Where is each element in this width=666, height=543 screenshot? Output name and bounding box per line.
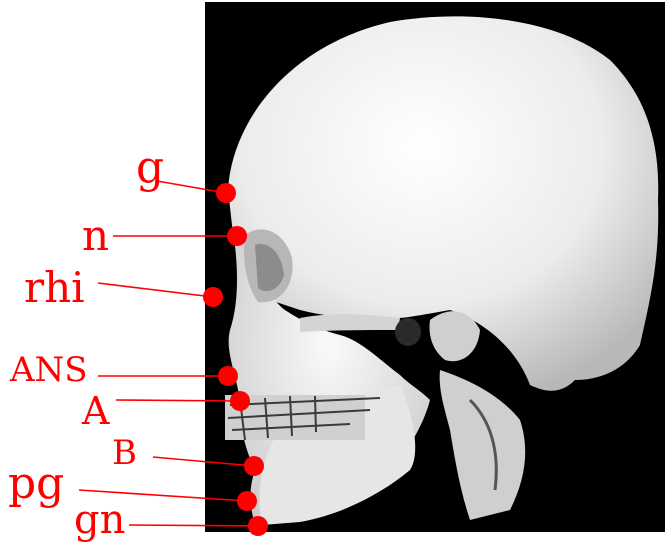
- landmark-label-pg: pg: [8, 462, 64, 506]
- leader-line-a: [116, 400, 240, 401]
- landmark-label-n: n: [82, 215, 109, 257]
- landmark-label-b: B: [112, 436, 137, 470]
- landmark-label-rhi: rhi: [24, 267, 85, 309]
- landmark-dot-b: [244, 456, 264, 476]
- landmark-dot-n: [227, 226, 247, 246]
- landmark-label-g: g: [136, 146, 164, 190]
- landmark-dot-ans: [218, 366, 238, 386]
- landmark-label-a: A: [82, 392, 109, 430]
- landmark-dot-a: [230, 391, 250, 411]
- landmark-dot-rhi: [203, 287, 223, 307]
- landmark-dot-gn: [248, 516, 268, 536]
- leader-line-gn: [129, 525, 258, 526]
- landmark-dot-pg: [237, 491, 257, 511]
- ear-canal: [395, 318, 421, 346]
- landmark-dot-g: [216, 183, 236, 203]
- landmark-label-ans: ANS: [10, 353, 88, 387]
- zygomatic-arch: [300, 314, 400, 332]
- leader-line-rhi: [98, 283, 213, 297]
- landmark-label-gn: gn: [74, 500, 125, 540]
